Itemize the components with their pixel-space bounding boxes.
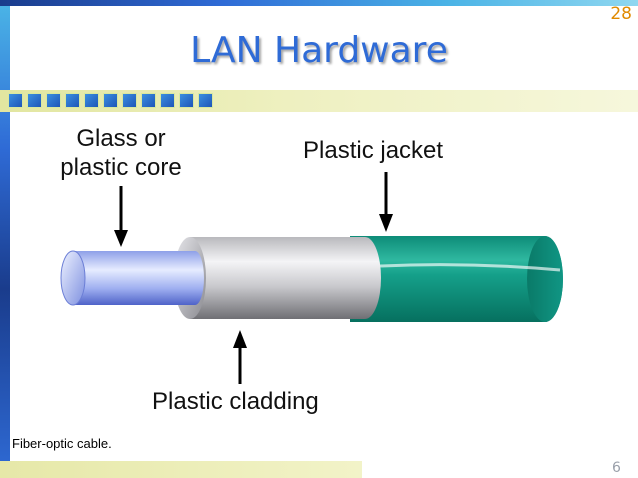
top-decorative-stripe: [0, 0, 638, 6]
glass-or-plastic-core: [60, 250, 204, 306]
decorative-square: [141, 93, 156, 108]
decorative-square: [122, 93, 137, 108]
figure-caption: Fiber-optic cable.: [12, 436, 112, 451]
bottom-white-area: [362, 461, 638, 478]
slide-title: LAN Hardware: [190, 30, 448, 71]
decorative-square: [84, 93, 99, 108]
label-plastic-jacket: Plastic jacket: [303, 137, 444, 164]
decorative-square: [46, 93, 61, 108]
left-decorative-stripe: [0, 6, 10, 478]
decorative-square: [179, 93, 194, 108]
decorative-square: [8, 93, 23, 108]
decorative-square: [103, 93, 118, 108]
plastic-jacket: [350, 236, 563, 322]
label-glass-or-plastic-core: Glass or plastic core: [60, 125, 182, 181]
slide-number: 28: [610, 4, 632, 24]
corner-mark: 6: [612, 460, 621, 476]
decorative-square: [160, 93, 175, 108]
bottom-decorative-band: [0, 461, 362, 478]
decorative-square: [65, 93, 80, 108]
decorative-squares-band: [0, 90, 638, 112]
plastic-cladding: [174, 237, 381, 319]
decorative-square: [198, 93, 213, 108]
arrow-down-icon: [114, 186, 128, 247]
decorative-square: [27, 93, 42, 108]
label-plastic-cladding: Plastic cladding: [152, 388, 319, 415]
arrow-up-icon: [233, 330, 247, 384]
arrow-down-icon: [379, 172, 393, 232]
